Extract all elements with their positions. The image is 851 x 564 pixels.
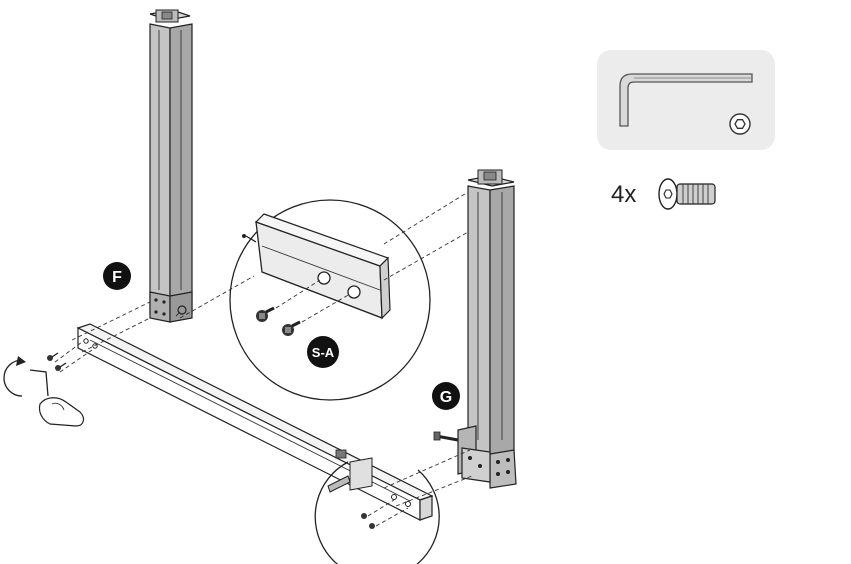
leg-f [149,9,193,323]
screw-quantity: 4x [611,178,716,210]
screws-left [47,352,67,371]
screw-quantity-label: 4x [611,181,636,208]
zoom-screw-1 [256,306,275,322]
callout-g-label: G [440,389,452,406]
callout-f-badge: F [103,262,131,290]
alignment-lines-f [54,301,151,373]
detail-zoom-circle-small [314,449,473,564]
hand-with-allen-key [3,356,85,427]
zoom-screw-2 [282,320,301,336]
callout-sa-badge: S-A [307,336,339,368]
allen-key-panel [597,50,775,150]
callout-sa-label: S-A [312,345,335,360]
allen-key-icon [619,73,753,127]
hex-socket-screw-icon [658,178,716,210]
hex-socket-icon [729,113,751,135]
callout-f-label: F [112,269,122,286]
leg-g [433,169,517,489]
detail-zoom-circle [229,199,431,401]
alignment-lines-zoom [179,191,469,319]
callout-g-badge: G [432,382,460,410]
